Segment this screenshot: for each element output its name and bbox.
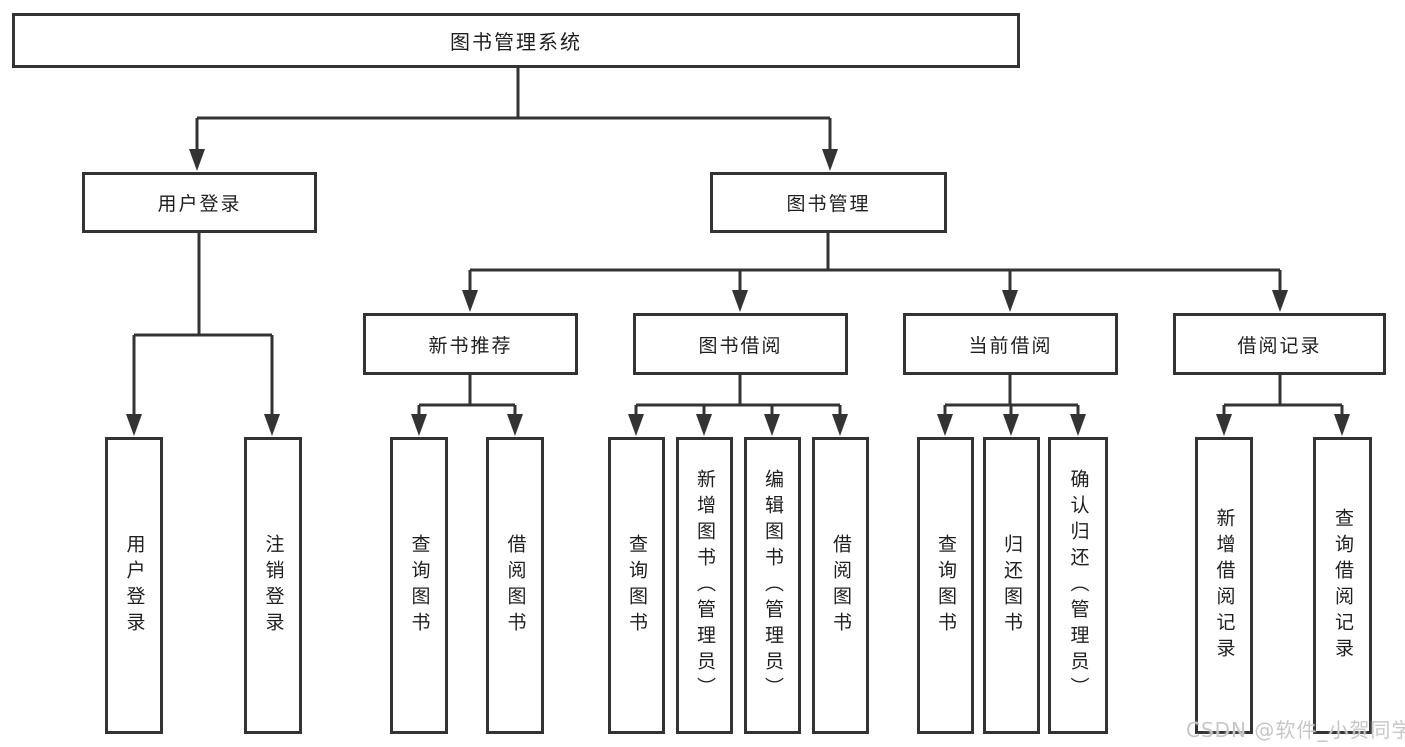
leaf-return-books-label: 归还图书 [1001, 533, 1023, 638]
csdn-watermark: CSDN @软件_小贺同学 [1186, 718, 1405, 742]
leaf-user-login-label: 用户登录 [123, 533, 146, 638]
leaf-confirm-return-admin-label: 确认归还（管理员） [1067, 468, 1090, 703]
node-book-management: 图书管理 [710, 172, 947, 233]
leaf-query-books-borrow: 查询图书 [608, 437, 665, 734]
leaf-add-books-admin-label: 新增图书（管理员） [694, 468, 716, 703]
leaf-query-books-current-label: 查询图书 [935, 533, 957, 638]
leaf-query-books-borrow-label: 查询图书 [626, 533, 648, 638]
leaf-add-borrow-record: 新增借阅记录 [1195, 437, 1253, 734]
leaf-borrow-books-recommend-label: 借阅图书 [504, 533, 527, 638]
leaf-borrow-books-label: 借阅图书 [830, 533, 852, 638]
leaf-logout-label: 注销登录 [262, 533, 285, 638]
leaf-borrow-books: 借阅图书 [812, 437, 869, 734]
node-new-book-recommend: 新书推荐 [363, 313, 578, 375]
node-book-borrow: 图书借阅 [633, 313, 848, 375]
node-current-borrow: 当前借阅 [903, 313, 1118, 375]
leaf-query-borrow-record: 查询借阅记录 [1313, 437, 1372, 734]
node-library-management-system: 图书管理系统 [12, 13, 1020, 68]
leaf-add-borrow-record-label: 新增借阅记录 [1213, 507, 1236, 664]
node-user-login: 用户登录 [82, 172, 317, 233]
leaf-query-borrow-record-label: 查询借阅记录 [1332, 507, 1354, 664]
leaf-user-login: 用户登录 [105, 437, 163, 734]
leaf-borrow-books-recommend: 借阅图书 [486, 437, 544, 734]
leaf-query-books-current: 查询图书 [917, 437, 974, 734]
node-borrow-records: 借阅记录 [1173, 313, 1386, 375]
leaf-return-books: 归还图书 [983, 437, 1040, 734]
leaf-query-books-recommend-label: 查询图书 [408, 533, 431, 638]
leaf-edit-books-admin-label: 编辑图书（管理员） [762, 468, 784, 703]
leaf-confirm-return-admin: 确认归还（管理员） [1048, 437, 1108, 734]
leaf-add-books-admin: 新增图书（管理员） [676, 437, 733, 734]
leaf-logout: 注销登录 [244, 437, 302, 734]
leaf-edit-books-admin: 编辑图书（管理员） [744, 437, 801, 734]
leaf-query-books-recommend: 查询图书 [390, 437, 448, 734]
